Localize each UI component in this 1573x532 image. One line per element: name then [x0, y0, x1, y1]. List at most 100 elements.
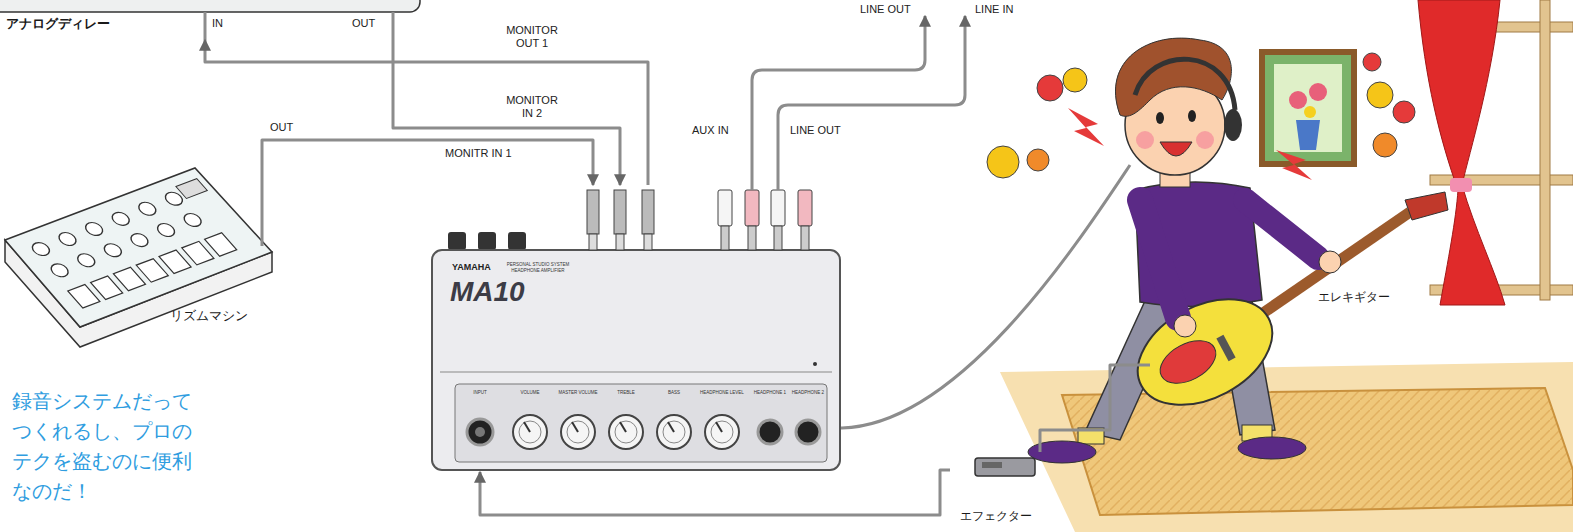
guitarist	[1120, 278, 1290, 427]
balloons	[1367, 82, 1393, 108]
rhythm-machine-body	[29, 241, 53, 258]
rhythm-machine-body	[154, 222, 178, 239]
analog-delay-body	[392, 12, 395, 40]
ma10-body	[644, 234, 652, 250]
ma10-body	[771, 190, 785, 226]
picture-frame	[1304, 106, 1316, 118]
signal-label: IN	[212, 17, 223, 30]
ma10-body	[478, 232, 496, 250]
ma10-body	[513, 415, 739, 449]
guitarist	[1156, 112, 1164, 124]
signal-label: TREBLE	[603, 390, 649, 396]
ma10-body	[711, 421, 733, 443]
electric-guitar: エレキギター	[1150, 268, 1394, 383]
cable	[262, 140, 593, 185]
signal-label: LINE OUT	[860, 3, 911, 16]
ma10-body	[519, 421, 541, 443]
signal-label: HEADPHONE 1	[752, 390, 788, 396]
ma10-body	[432, 250, 840, 470]
rhythm-machine-body	[135, 200, 159, 217]
signal-label: HEADPHONE 2	[790, 390, 826, 396]
ma10-body	[587, 190, 812, 250]
effector-body	[975, 458, 1035, 476]
ma10-body	[561, 415, 595, 449]
guitarist	[1153, 332, 1223, 392]
ma10-body	[467, 419, 493, 445]
node-text: YAMAHA	[452, 262, 491, 273]
ma10-body	[614, 190, 626, 234]
curtain	[1450, 178, 1472, 192]
signal-label: AUX IN	[692, 124, 729, 137]
ma10-body	[455, 384, 827, 462]
ma10-body	[798, 190, 812, 226]
balloons	[1373, 133, 1397, 157]
ma10-body	[758, 420, 782, 444]
ma10-body	[642, 190, 654, 234]
node-text: MA10	[450, 275, 525, 309]
guitarist	[1028, 441, 1096, 463]
signal-label: LINE IN	[975, 3, 1014, 16]
rhythm-machine-body	[5, 168, 272, 327]
ma10-body	[801, 226, 809, 250]
guitarist	[1160, 142, 1192, 156]
ma10-body	[813, 362, 817, 366]
guitarist	[1245, 200, 1318, 258]
rhythm-machine-body	[101, 242, 125, 259]
signal-label: BASS	[651, 390, 697, 396]
ma10-body	[620, 422, 626, 432]
signal-label: PERSONAL STUDIO SYSTEM HEADPHONE AMPLIFI…	[503, 262, 573, 273]
rhythm-machine-body	[74, 252, 98, 269]
curtain	[1418, 0, 1505, 305]
rhythm-machine-body	[261, 165, 264, 246]
ma10-body	[440, 371, 832, 373]
ma10-body	[745, 190, 759, 226]
signal-label: HEADPHONE LEVEL	[699, 390, 745, 396]
ma10-body	[615, 421, 637, 443]
cable	[1040, 365, 1150, 452]
ma10-body	[587, 190, 599, 234]
note-text: 録音システムだって つくれるし、プロの テクを盗むのに便利 なのだ！	[12, 386, 222, 506]
node-text: リズムマシン	[170, 308, 248, 324]
rhythm-machine-body	[26, 179, 254, 308]
balloons	[1027, 149, 1049, 171]
ma10-body	[663, 421, 685, 443]
balloons	[1063, 68, 1087, 92]
guitarist	[1174, 315, 1196, 337]
balloons	[1363, 53, 1381, 71]
ma10-body	[705, 415, 739, 449]
curtain	[1418, 0, 1505, 305]
guitarist	[1115, 38, 1231, 116]
rhythm-machine-body	[82, 220, 106, 237]
analog-delay-body	[204, 12, 207, 40]
guitarist	[1188, 110, 1196, 122]
ma10-body	[657, 415, 691, 449]
ma10-body	[718, 190, 732, 226]
signal-label: VOLUME	[507, 390, 553, 396]
ma10-body	[589, 234, 597, 250]
signal-label: MASTER VOLUME	[555, 390, 601, 396]
node-text: エフェクター	[960, 509, 1032, 523]
rhythm-machine-body	[176, 179, 207, 199]
room-floor	[1000, 362, 1573, 532]
ma10-body	[668, 422, 674, 432]
effector-pedal: エフェクター	[950, 452, 1065, 530]
deck-cables	[752, 16, 965, 190]
rhythm-machine-body	[181, 211, 205, 228]
guitarist	[1140, 200, 1178, 318]
ma10-body	[475, 427, 485, 437]
ma10-body	[721, 226, 729, 250]
headphone-cable	[820, 165, 1130, 428]
ma10-body	[524, 422, 530, 432]
guitarist	[1224, 109, 1242, 141]
deck-cables	[778, 16, 965, 190]
balloons	[1393, 101, 1415, 123]
headphone-amp: YAMAHA MA10	[432, 185, 842, 472]
signal-label: OUT	[270, 121, 293, 134]
rhythm-machine: リズムマシン	[0, 165, 285, 340]
signal-label: LINE OUT	[790, 124, 841, 137]
cable	[205, 40, 648, 185]
analog-delay-body	[0, 0, 420, 12]
guitarist	[1028, 38, 1448, 463]
lightning-bolts	[1068, 108, 1104, 146]
picture-frame	[1262, 52, 1354, 164]
